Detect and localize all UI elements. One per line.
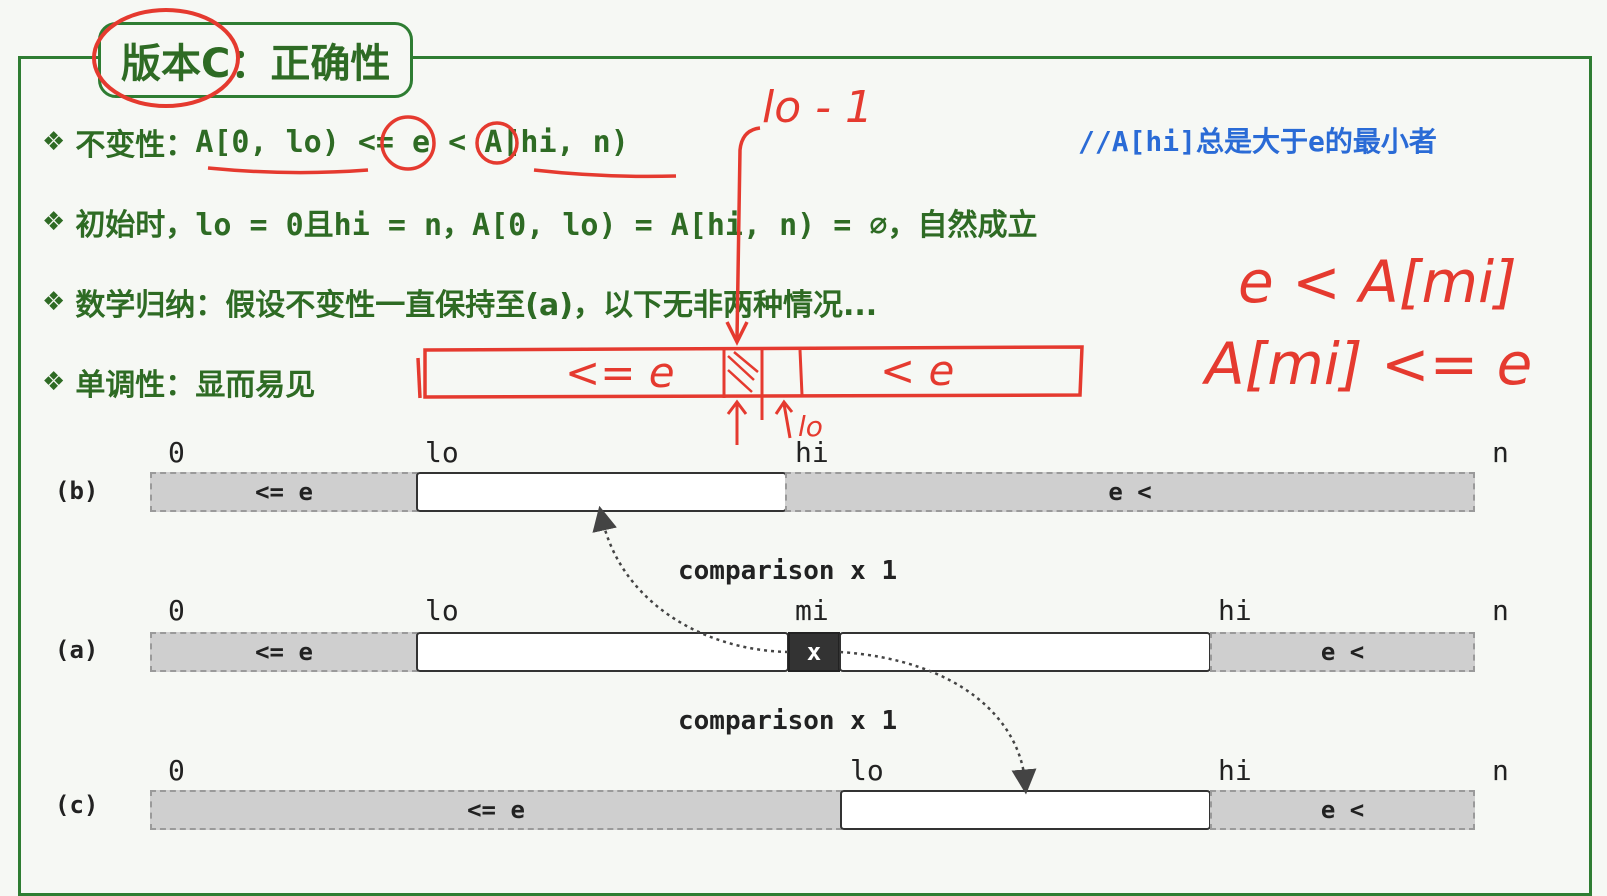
bullet-monotonic: ❖ 单调性： 显而易见 [42,360,315,404]
monotonic-text: 显而易见 [195,368,316,403]
comparison-label: comparison x 1 [678,556,898,586]
circle-le [380,115,436,171]
index-mi: mi [795,594,829,627]
index-n: n [1492,594,1509,627]
circle-version-c [92,8,240,108]
comparison-label: comparison x 1 [678,706,898,736]
index-hi: hi [1218,594,1252,627]
handwritten-lo-minus-1: lo - 1 [762,82,873,133]
index-0: 0 [168,754,185,787]
circle-lt [475,121,519,165]
section-title: 版本C ：正确性 [98,22,414,98]
bullet-label: 不变性： [75,128,196,163]
index-lo: lo [850,754,884,787]
bullet-label: 初始时， [75,208,196,243]
diamond-bullet-icon: ❖ [42,127,66,157]
index-hi: hi [1218,754,1252,787]
diamond-bullet-icon: ❖ [42,287,66,317]
diamond-bullet-icon: ❖ [42,367,66,397]
segment-le-e: <= e [150,632,418,672]
handwritten-e-lt-ami: e < A[mi] [1238,248,1517,316]
segment-gt-e: e < [1210,790,1475,830]
handwritten-ami-le-e: A[mi] <= e [1205,330,1533,398]
dotted-arrow-to-b [592,505,789,654]
annotation-layer [92,8,1084,795]
index-lo: lo [425,594,459,627]
index-hi: hi [795,436,829,469]
segment-le-e: <= e [150,472,418,512]
index-0: 0 [168,436,185,469]
underline-left [207,166,369,175]
title-prefix: 版本C [121,41,231,87]
segment-unknown-right [839,632,1211,672]
pivot-cell: x [788,632,840,672]
segment-le-e: <= e [150,790,842,830]
hand-bar [423,345,1084,399]
arrow-lo-minus-1 [735,126,761,339]
segment-gt-e: e < [785,472,1475,512]
diamond-bullet-icon: ❖ [42,207,66,237]
code-comment: //A[hi]总是大于e的最小者 [1078,125,1437,158]
initial-expression: lo = 0且hi = n，A[0, lo) = A[hi, n) = ∅，自然… [195,208,1038,243]
index-lo: lo [425,436,459,469]
segment-gt-e: e < [1210,632,1475,672]
index-n: n [1492,436,1509,469]
bullet-label: 单调性： [75,368,196,403]
invariant-expression: A[0, lo) <= e < A[hi, n) [195,124,629,160]
induction-text: 假设不变性一直保持至(a)，以下无非两种情况... [225,288,878,323]
row-label-b: (b) [55,477,99,505]
row-label-a: (a) [55,636,99,664]
segment-unknown [840,790,1211,830]
handwritten-bar-left: <= e [565,348,675,397]
arrow-up-1 [726,399,748,445]
index-0: 0 [168,594,185,627]
underline-right [533,168,677,179]
row-label-c: (c) [55,791,99,819]
arrow-up-2 [774,399,794,439]
dotted-arrow-to-c [839,650,1037,795]
bullet-invariant: ❖ 不变性： A[0, lo) <= e < A[hi, n) [42,120,629,164]
bullet-initial: ❖ 初始时， lo = 0且hi = n，A[0, lo) = A[hi, n)… [42,200,1037,244]
index-n: n [1492,754,1509,787]
segment-unknown-left [416,632,789,672]
bullet-label: 数学归纳： [75,288,226,323]
title-rest: ：正确性 [230,41,391,87]
handwritten-bar-right: < e [880,346,955,395]
bullet-induction: ❖ 数学归纳： 假设不变性一直保持至(a)，以下无非两种情况... [42,280,877,324]
handwritten-lo-mark: lo [798,410,823,443]
